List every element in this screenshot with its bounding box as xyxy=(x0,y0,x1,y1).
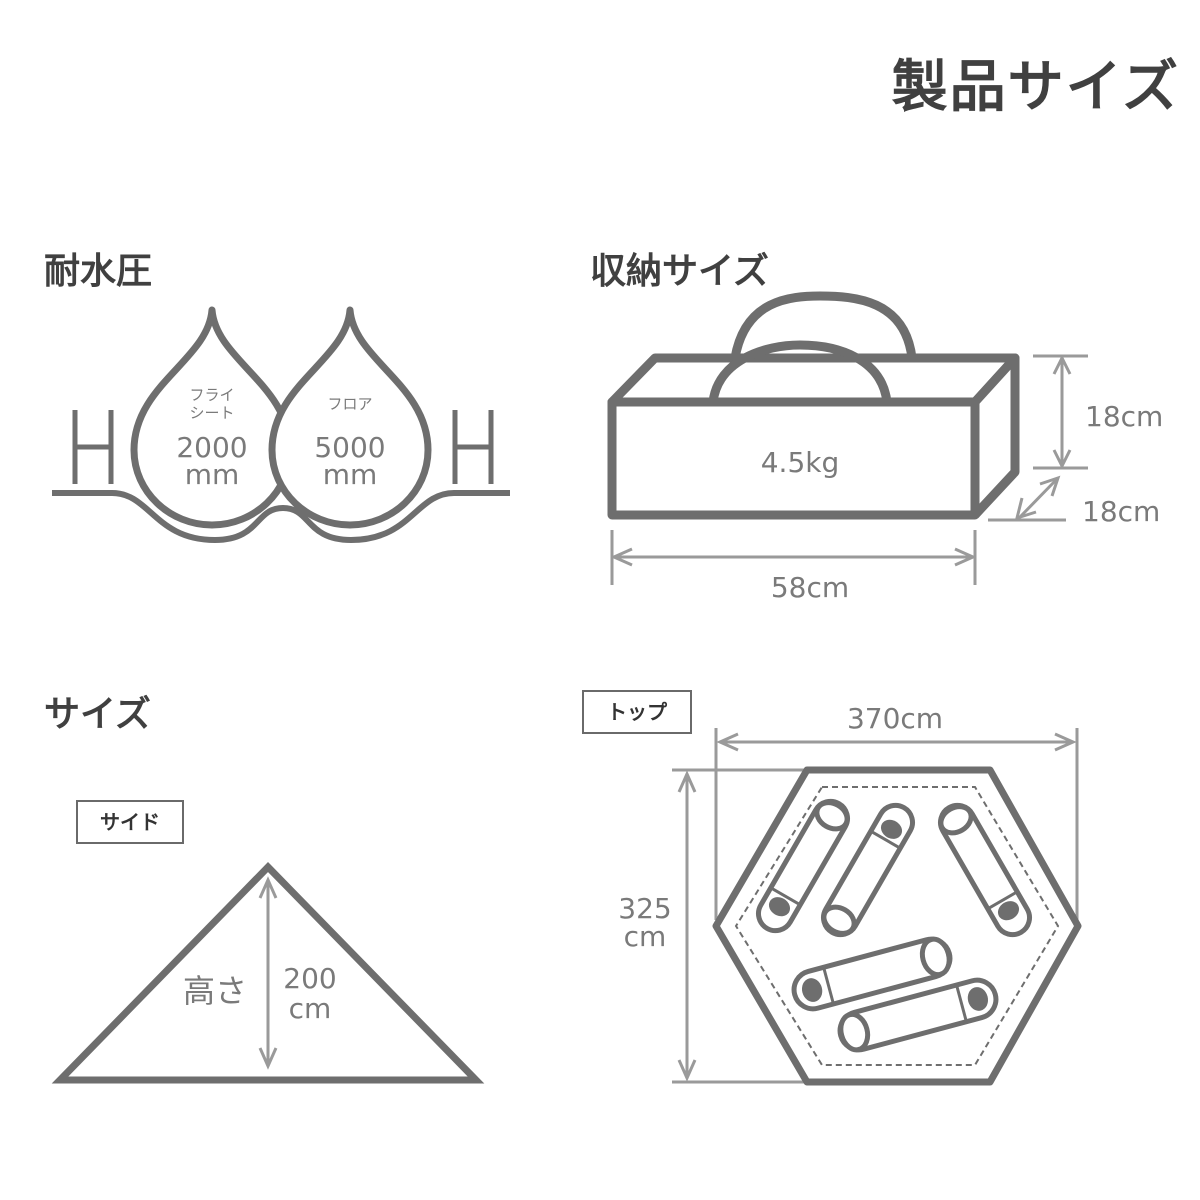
top-width-label: 370cm xyxy=(847,702,943,735)
side-height-unit: cm xyxy=(289,992,332,1025)
page-title: 製品サイズ xyxy=(891,55,1180,120)
fly-value: 2000 xyxy=(176,431,247,464)
bag-width-label: 58cm xyxy=(771,571,849,604)
sleeping-bags xyxy=(756,798,1032,1053)
storage-dimension-lines xyxy=(610,354,1088,585)
sleeping-bag-1 xyxy=(756,798,850,934)
top-depth-value: 325 xyxy=(618,892,671,925)
water-outer-outline xyxy=(52,490,510,543)
floor-unit: mm xyxy=(323,458,378,491)
bag-side-face xyxy=(971,353,1020,519)
water-resistance-diagram xyxy=(52,306,510,543)
bag-top-face xyxy=(607,353,1020,407)
sleeping-bag-4 xyxy=(791,936,953,1012)
storage-bag-illustration xyxy=(607,291,1020,520)
drop-floor-icon xyxy=(268,306,432,529)
side-view-tag: サイド xyxy=(76,800,184,844)
bag-back-handle xyxy=(730,291,917,359)
water-resistance-heading: 耐水圧 xyxy=(44,251,153,292)
sleeping-bag-3 xyxy=(938,802,1032,938)
bag-height-label: 18cm xyxy=(1085,400,1163,433)
side-height-label: 高さ xyxy=(183,972,247,1010)
fly-label-line1: フライ xyxy=(189,386,234,404)
bag-front-handle xyxy=(708,340,892,403)
floor-value: 5000 xyxy=(314,431,385,464)
height-right-icon xyxy=(452,410,494,484)
floor-label: フロア xyxy=(327,395,372,413)
sleeping-bag-2 xyxy=(821,802,915,938)
bag-weight: 4.5kg xyxy=(761,446,840,479)
height-left-icon xyxy=(72,410,114,484)
top-view-tag: トップ xyxy=(582,690,692,734)
tent-inner-outline xyxy=(734,786,1060,1066)
storage-size-heading: 収納サイズ xyxy=(590,251,769,292)
drop-fly-icon xyxy=(130,306,294,529)
fly-unit: mm xyxy=(185,458,240,491)
side-height-value: 200 xyxy=(283,962,336,995)
side-height-dimension xyxy=(258,876,278,1070)
fly-label-line2: シート xyxy=(189,404,234,422)
bag-front-face xyxy=(607,397,980,520)
top-depth-unit: cm xyxy=(624,920,667,953)
bag-depth-label: 18cm xyxy=(1082,495,1160,528)
sleeping-bag-5 xyxy=(837,977,999,1053)
size-heading: サイズ xyxy=(44,694,151,735)
